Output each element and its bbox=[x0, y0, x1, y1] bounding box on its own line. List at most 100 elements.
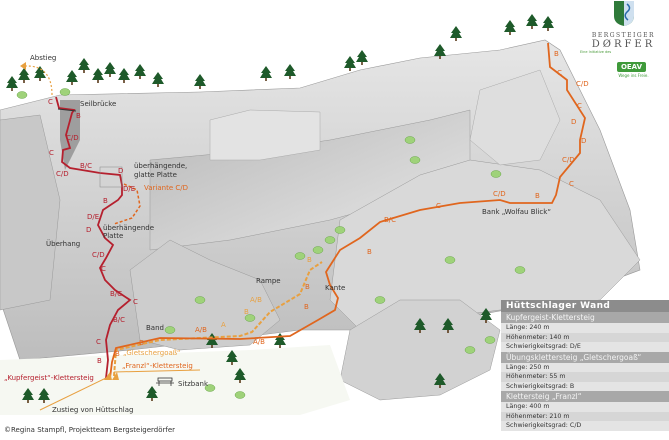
grade-label: D bbox=[118, 167, 123, 175]
start-arrow-1 bbox=[104, 372, 112, 380]
tree-icon bbox=[66, 70, 78, 82]
tree-trunk bbox=[289, 76, 291, 79]
bush-icon bbox=[484, 336, 496, 344]
grade-label: D bbox=[581, 137, 586, 145]
grade-label: B bbox=[115, 350, 120, 358]
tree-icon bbox=[92, 68, 104, 80]
tree-icon bbox=[434, 373, 446, 385]
route-header-franzl: Klettersteig „Franzl“ bbox=[501, 391, 669, 402]
bush-icon bbox=[404, 136, 416, 144]
grade-label: C/D bbox=[66, 134, 79, 142]
tree-icon bbox=[104, 62, 116, 74]
bush-icon bbox=[16, 91, 28, 99]
grade-label: B bbox=[103, 197, 108, 205]
label-ueberhaengende-platte-2: Platte bbox=[103, 232, 123, 240]
bush-icon bbox=[324, 236, 336, 244]
grade-label: C/D bbox=[493, 190, 506, 198]
bush-icon bbox=[294, 252, 306, 260]
label-abstieg: Abstieg bbox=[30, 54, 56, 62]
bush-icon bbox=[164, 326, 176, 334]
logo-line1: BERGSTEIGER bbox=[591, 32, 656, 39]
logo-slogan: Wege ins Freie. bbox=[618, 73, 649, 78]
tree-trunk bbox=[439, 56, 441, 59]
bush-icon bbox=[374, 296, 386, 304]
tree-trunk bbox=[349, 68, 351, 71]
label-sitzbank: Sitzbank bbox=[178, 380, 209, 388]
tree-icon bbox=[434, 44, 446, 56]
grade-label: B bbox=[304, 303, 309, 311]
tree-icon bbox=[146, 386, 158, 398]
route-elevation: Höhenmeter: 210 m bbox=[501, 411, 669, 421]
grade-label: B bbox=[307, 256, 312, 264]
route-header-kupfergeist: Kupfergeist-Klettersteig bbox=[501, 312, 669, 323]
platte-box bbox=[99, 166, 123, 188]
tree-trunk bbox=[97, 80, 99, 83]
logo-initiative: Eine Initiative des bbox=[580, 50, 612, 54]
oeav-badge: OEAV bbox=[616, 62, 647, 72]
zustieg-path-2 bbox=[113, 369, 201, 373]
tree-icon bbox=[442, 318, 454, 330]
route-length: Länge: 400 m bbox=[501, 402, 669, 412]
grade-label: B bbox=[97, 357, 102, 365]
grade-label: A/B bbox=[253, 338, 265, 346]
grades-franzl: B C C/D C D D C/D C B C/D C B/C B B B B … bbox=[115, 50, 589, 358]
grade-label: B bbox=[305, 283, 310, 291]
tree-icon bbox=[414, 318, 426, 330]
grade-label: A bbox=[221, 321, 226, 329]
franzl-route bbox=[109, 42, 586, 379]
tree-trunk bbox=[547, 28, 549, 31]
label-band: Band bbox=[146, 324, 164, 332]
grades-kupfergeist: C B C/D C B/C C/D D D/E B D/E D C/D C B/… bbox=[48, 98, 138, 365]
label-kupfergeist: „Kupfergeist“-Klettersteig bbox=[4, 374, 94, 382]
tree-icon bbox=[34, 66, 46, 78]
grade-label: C bbox=[49, 149, 54, 157]
tree-trunk bbox=[361, 62, 363, 65]
bush-icon bbox=[204, 384, 216, 392]
bush-icon bbox=[514, 266, 526, 274]
label-ueberhang: Überhang bbox=[46, 239, 80, 248]
tree-icon bbox=[194, 74, 206, 86]
grade-label: C bbox=[101, 265, 106, 273]
tree-icon bbox=[284, 64, 296, 76]
label-franzl: „Franzl“-Klettersteig bbox=[122, 362, 193, 370]
label-kante: Kante bbox=[325, 284, 345, 292]
bush-icon bbox=[444, 256, 456, 264]
tree-icon bbox=[134, 64, 146, 76]
bush-icon bbox=[312, 246, 324, 254]
tree-trunk bbox=[447, 330, 449, 333]
grade-label: D bbox=[571, 118, 576, 126]
kupfergeist-route bbox=[55, 96, 132, 379]
tree-trunk bbox=[109, 74, 111, 77]
tree-icon bbox=[260, 66, 272, 78]
label-gletschergoass: „Gletschergoaß“ bbox=[123, 349, 180, 357]
grade-label: C bbox=[569, 180, 574, 188]
abstieg-arrow bbox=[20, 62, 26, 70]
tree-icon bbox=[274, 333, 286, 345]
grade-label: C/D bbox=[576, 80, 589, 88]
start-arrow-2 bbox=[112, 372, 119, 380]
tree-icon bbox=[356, 50, 368, 62]
grade-label: C bbox=[133, 298, 138, 306]
tree-icon bbox=[152, 72, 164, 84]
bush-icon bbox=[194, 296, 206, 304]
grade-label: C bbox=[557, 69, 562, 77]
label-ueberhaengende-glatte-2: glatte Platte bbox=[134, 171, 177, 179]
grade-label: C/D bbox=[562, 156, 575, 164]
seilbruecke-line bbox=[57, 108, 77, 112]
grade-label: C bbox=[96, 338, 101, 346]
tree-icon bbox=[226, 350, 238, 362]
label-ueberhaengende-platte-1: überhängende bbox=[103, 224, 154, 232]
route-difficulty: Schwierigkeitsgrad: D/E bbox=[501, 342, 669, 352]
grade-label: D bbox=[86, 226, 91, 234]
tree-trunk bbox=[239, 380, 241, 383]
tree-trunk bbox=[43, 400, 45, 403]
grade-label: B/C bbox=[80, 162, 92, 170]
grade-label: B bbox=[76, 112, 81, 120]
bench-icon bbox=[156, 377, 174, 386]
tree-trunk bbox=[123, 80, 125, 83]
tree-trunk bbox=[509, 32, 511, 35]
label-zustieg: Zustieg von Hüttschlag bbox=[52, 406, 133, 414]
grade-label: B bbox=[244, 308, 249, 316]
tree-trunk bbox=[279, 345, 281, 348]
